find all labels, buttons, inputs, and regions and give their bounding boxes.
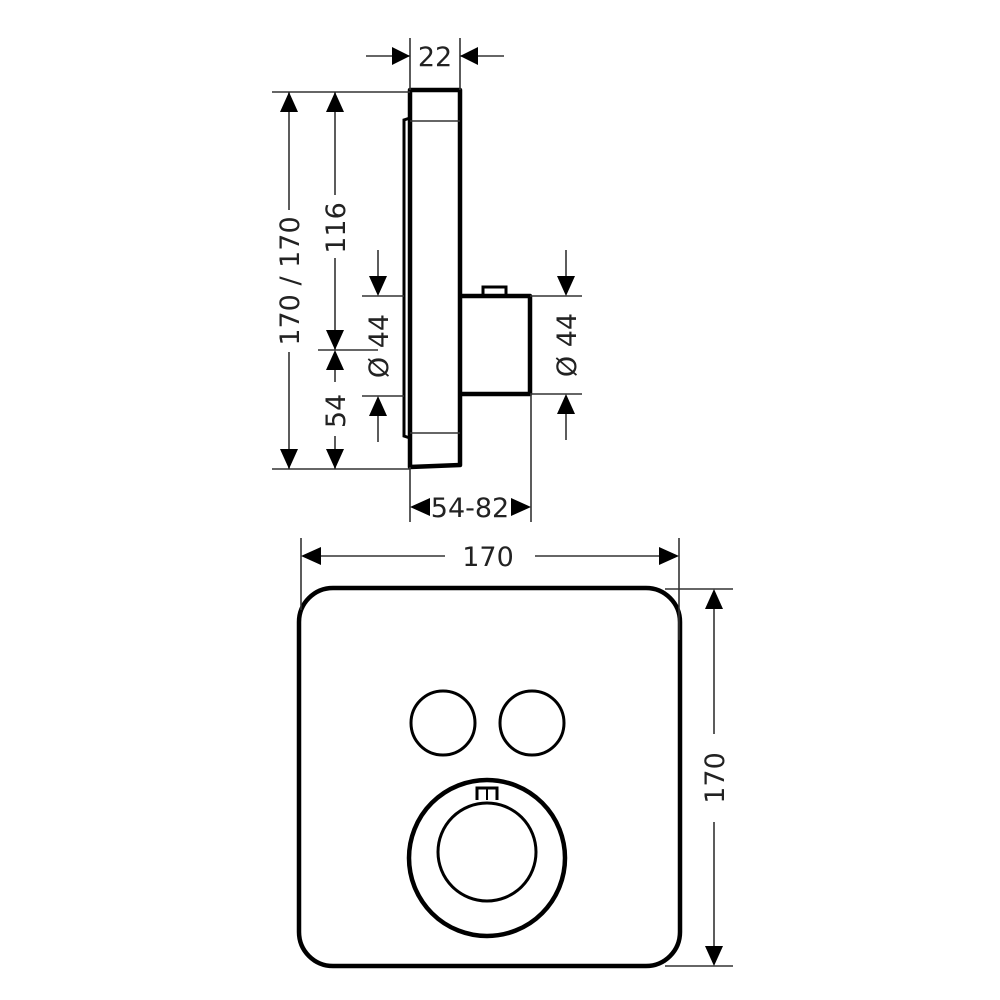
arrow-icon: [280, 92, 298, 112]
backplate-profile: [402, 116, 411, 440]
arrow-icon: [326, 449, 344, 469]
arrow-icon: [301, 547, 321, 565]
dim-front-height: 170: [700, 752, 731, 804]
knob-profile: [460, 293, 533, 397]
arrow-icon: [460, 47, 478, 65]
front-view: 170 170: [296, 538, 733, 969]
arrow-icon: [392, 47, 410, 65]
dim-total-height: 170 / 170: [275, 216, 306, 345]
side-view: 22 170 / 170 116 54 Ø 44: [272, 38, 583, 524]
arrow-icon: [659, 547, 679, 565]
knob-dial: [436, 801, 538, 903]
arrow-icon: [705, 589, 723, 609]
knob-tab: [475, 786, 499, 800]
dim-lower-height: 54: [321, 394, 352, 428]
arrow-icon: [369, 396, 387, 416]
dim-projection: 54-82: [431, 493, 509, 524]
arrow-icon: [410, 498, 430, 516]
dim-depth: 22: [418, 42, 452, 73]
button-left: [409, 689, 477, 757]
knob-outer-ring: [406, 777, 568, 939]
arrow-icon: [557, 276, 575, 296]
cover-plate-profile: [407, 87, 463, 470]
dim-right-diameter: Ø 44: [552, 313, 583, 377]
arrow-icon: [557, 394, 575, 414]
dim-left-diameter: Ø 44: [364, 314, 395, 378]
arrow-icon: [705, 946, 723, 966]
cover-plate: [296, 585, 683, 969]
knob-tab-profile: [481, 285, 508, 296]
arrow-icon: [326, 350, 344, 370]
arrow-icon: [369, 276, 387, 296]
dim-front-width: 170: [462, 542, 514, 573]
dim-upper-height: 116: [321, 202, 352, 254]
arrow-icon: [280, 449, 298, 469]
arrow-icon: [511, 498, 531, 516]
button-right: [498, 689, 566, 757]
arrow-icon: [326, 330, 344, 350]
arrow-icon: [326, 92, 344, 112]
